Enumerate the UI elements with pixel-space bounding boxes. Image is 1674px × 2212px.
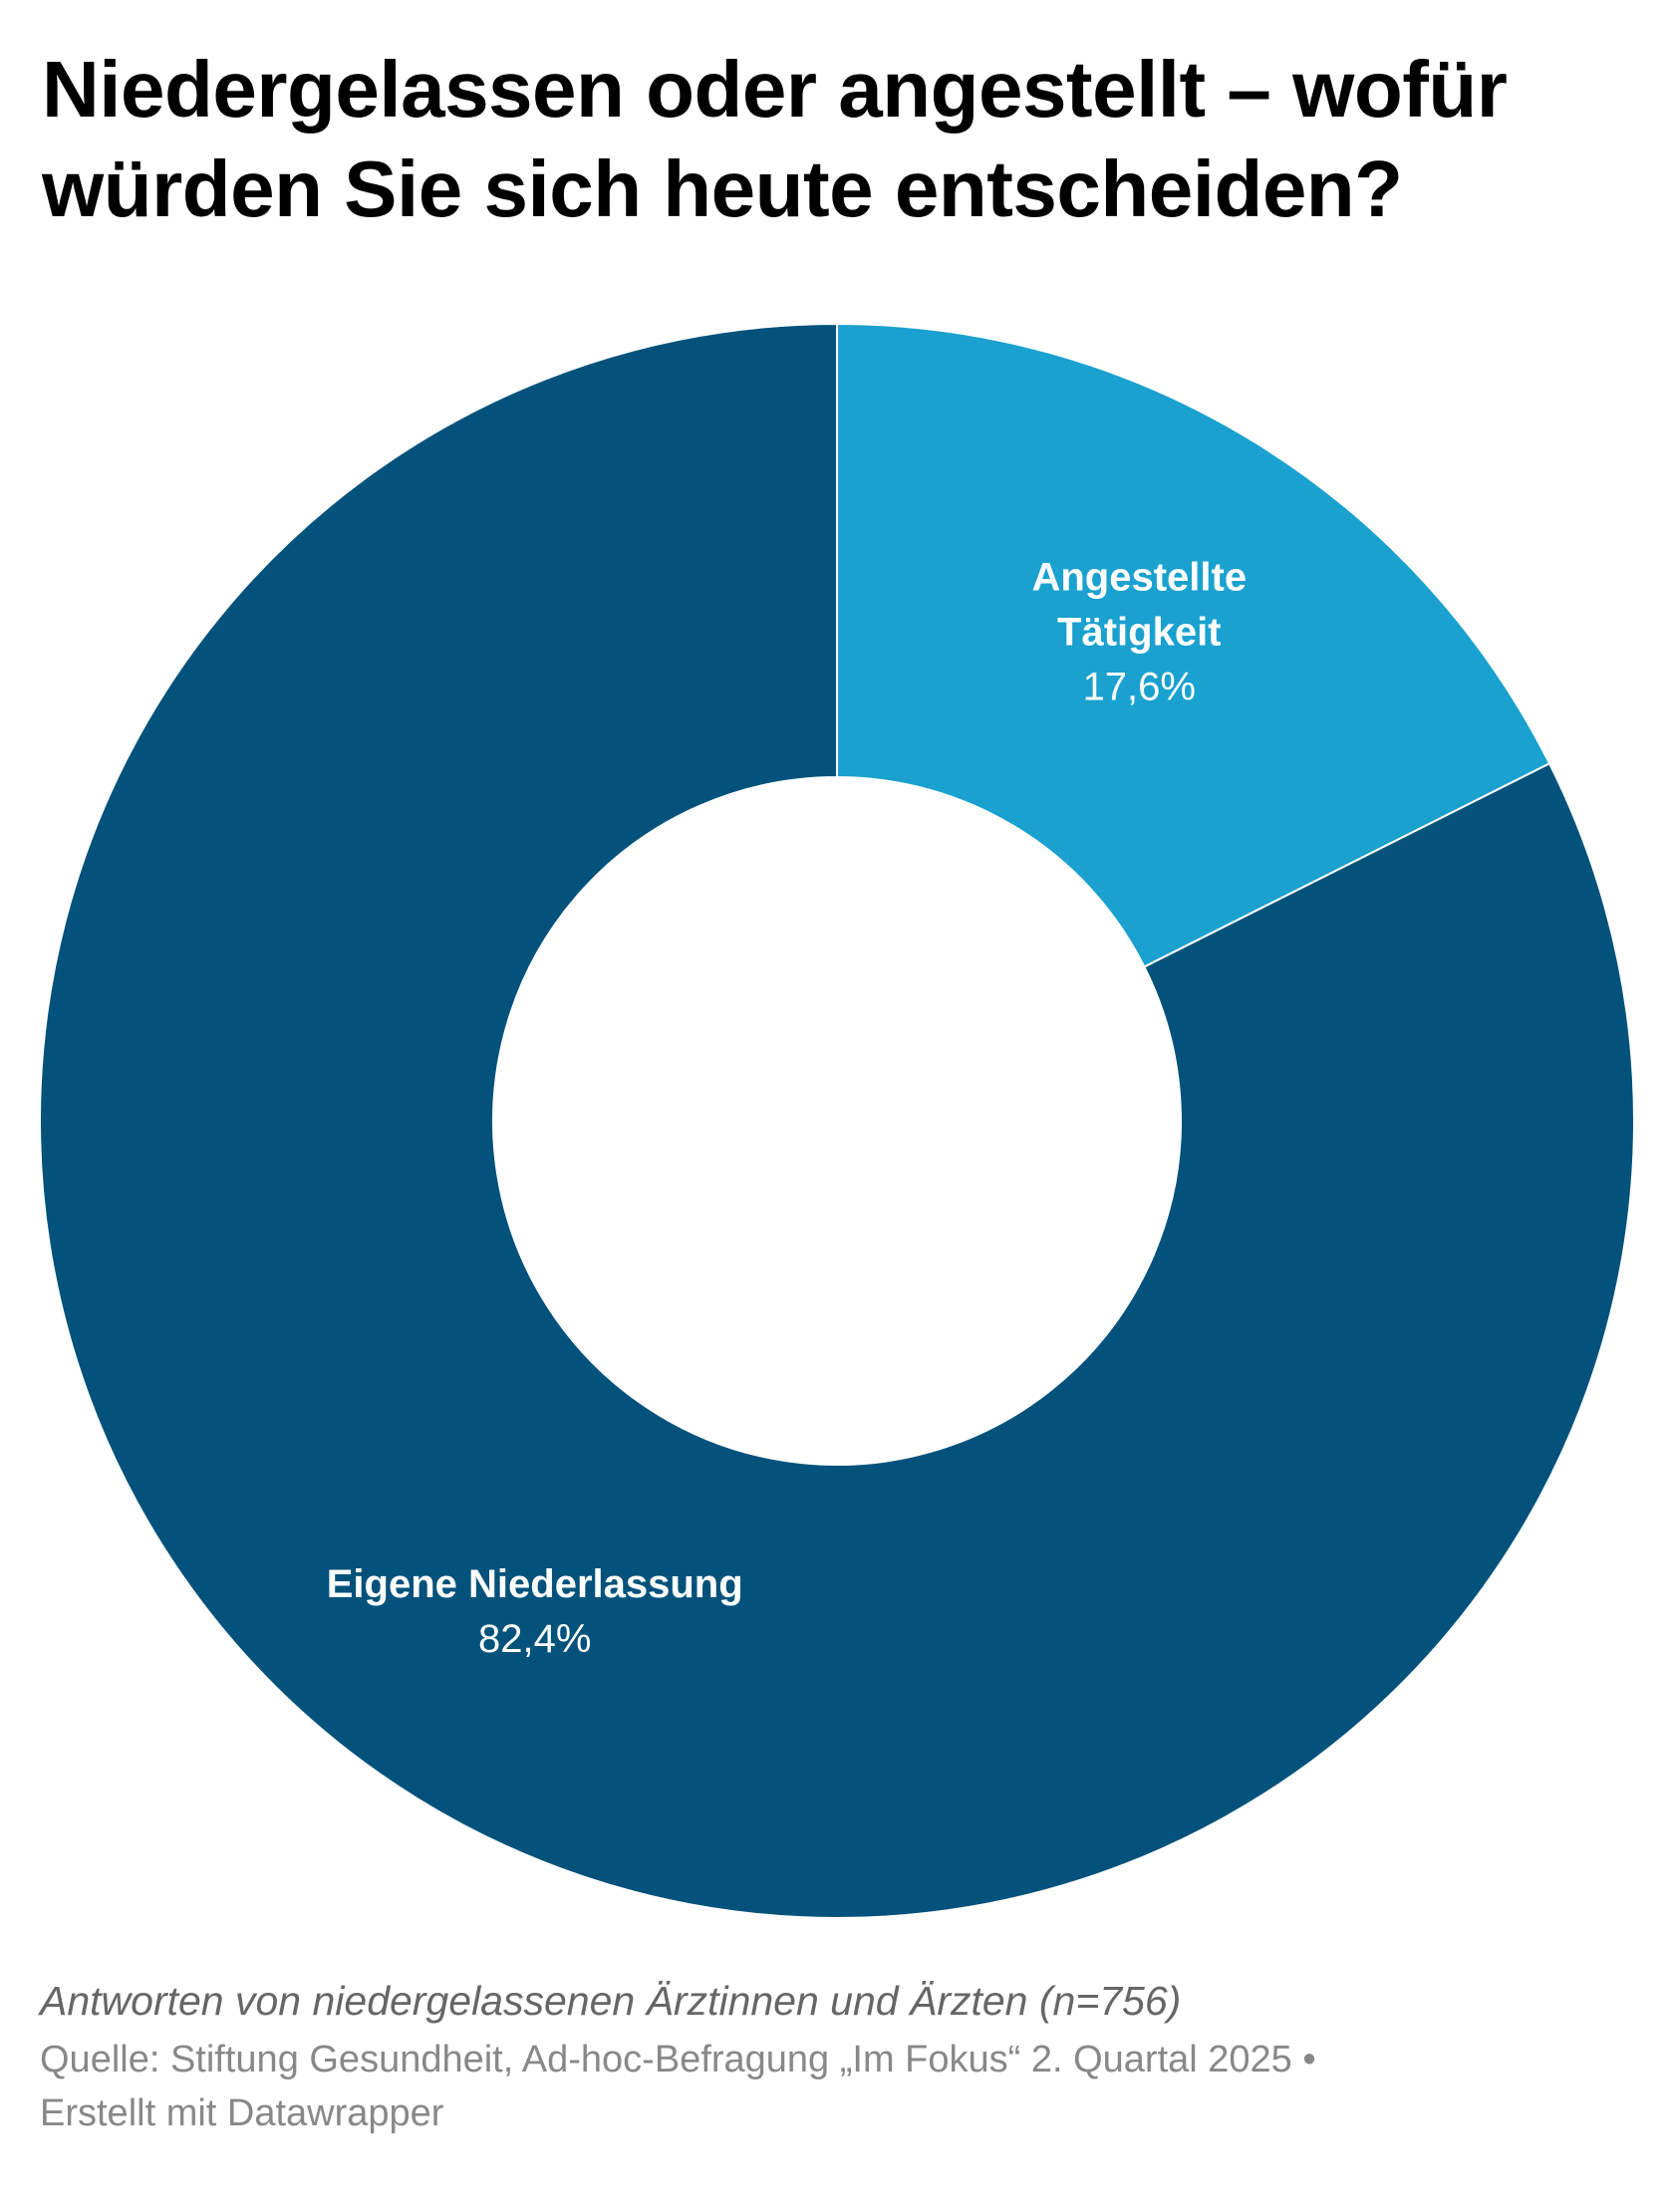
source-line-2: Erstellt mit Datawrapper [40,2092,444,2134]
slice-label-name-0-1: Tätigkeit [1057,611,1221,655]
slice-label-name-1-0: Eigene Niederlassung [327,1562,743,1606]
chart-title: Niedergelassen oder angestellt – wofür w… [42,45,1508,233]
slice-label-name-0-0: Angestellte [1031,556,1247,600]
slice-label-value-0: 17,6% [1083,666,1196,709]
source-line-1: Quelle: Stiftung Gesundheit, Ad-hoc-Befr… [40,2039,1316,2080]
chart-source: Quelle: Stiftung Gesundheit, Ad-hoc-Befr… [40,2033,1634,2140]
donut-slice-0 [836,322,1551,968]
donut-slice-1 [39,322,1635,1919]
donut-slices [39,322,1635,1919]
slice-label-value-1: 82,4% [478,1617,591,1661]
chart-notes: Antworten von niedergelassenen Ärztinnen… [40,1978,1182,2024]
slice-label-1: Eigene Niederlassung 82,4% [327,1562,743,1661]
